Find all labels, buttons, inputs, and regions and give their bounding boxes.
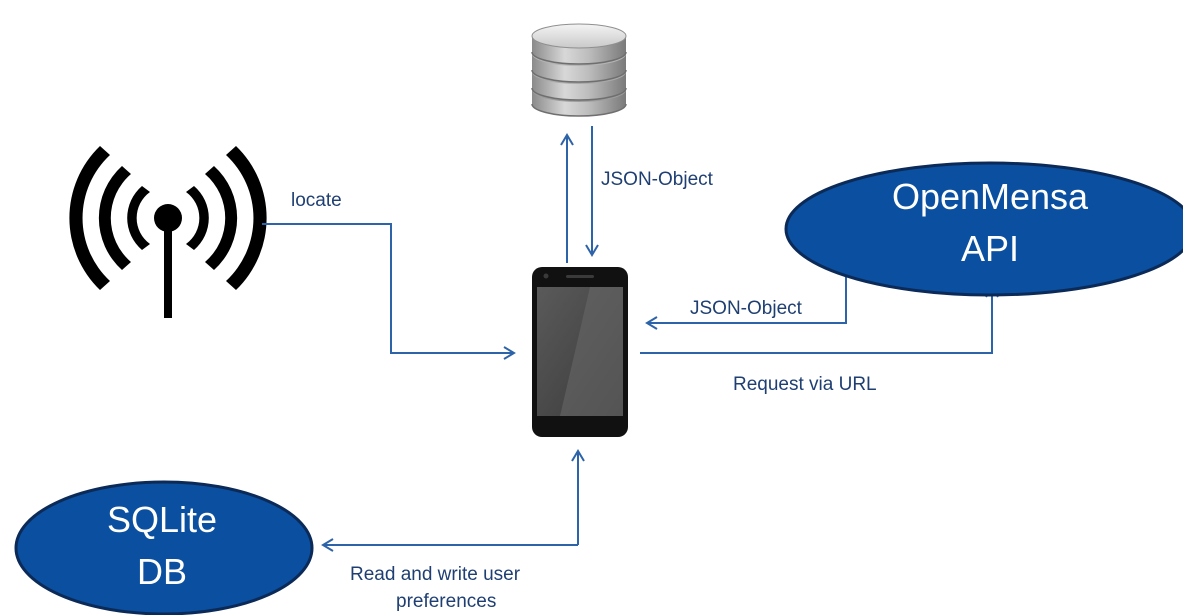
sqlite-label-line1: SQLite — [107, 499, 217, 540]
edge-phone-to-api — [640, 285, 999, 354]
openmensa-label-line2: API — [961, 228, 1019, 269]
edge-label-locate: locate — [291, 190, 342, 211]
wireless-antenna-icon — [69, 146, 267, 318]
openmensa-label-line1: OpenMensa — [892, 176, 1089, 217]
edge-label-api-json: JSON-Object — [690, 298, 803, 319]
edge-label-read-write-2: preferences — [396, 591, 496, 612]
sqlite-label-line2: DB — [137, 551, 187, 592]
edge-label-server-json: JSON-Object — [601, 169, 714, 190]
smartphone-icon — [532, 267, 628, 437]
edge-label-request-url: Request via URL — [733, 374, 877, 395]
database-server-icon — [531, 23, 627, 117]
edge-label-read-write-1: Read and write user — [350, 564, 521, 585]
openmensa-api-node: OpenMensa API — [784, 161, 1183, 297]
edge-locate — [262, 223, 516, 360]
edge-api-to-phone — [645, 264, 847, 330]
sqlite-db-node: SQLite DB — [14, 480, 314, 615]
